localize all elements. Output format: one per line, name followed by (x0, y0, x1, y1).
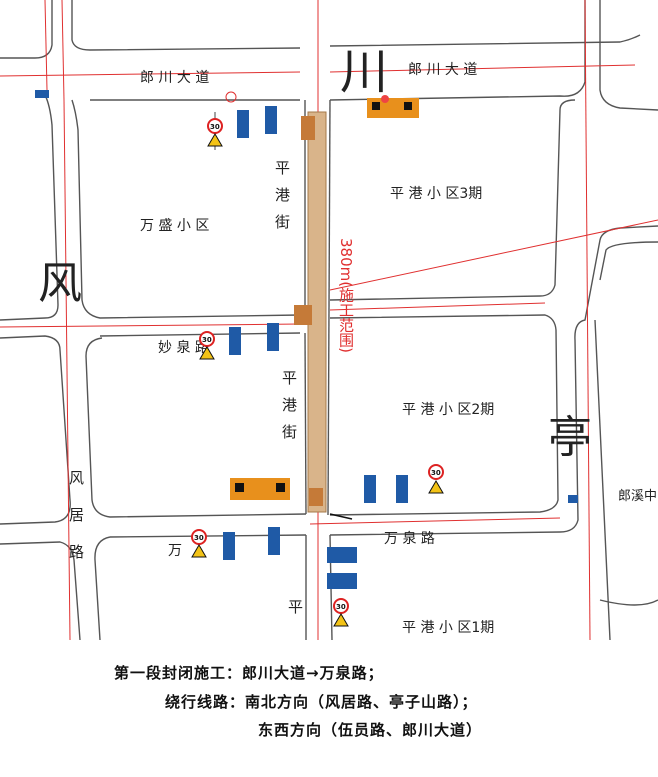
area-label-pinggang3: 平 港 小 区3期 (390, 186, 482, 202)
detour-info-sign (364, 475, 376, 503)
construction-warning-sign (230, 478, 290, 500)
notice-line-detour-ns: 绕行线路：南北方向（风居路、亭子山路）； (165, 693, 478, 711)
big-char-chuan: 川 (340, 44, 388, 100)
notice-line-detour-ew: 东西方向（伍员路、郎川大道） (258, 721, 483, 739)
road-label-pinggang-mid: 平港街 (280, 370, 298, 451)
marker-box-icon (568, 495, 578, 503)
detour-info-sign (267, 323, 279, 351)
warning-triangle-icon (199, 346, 215, 360)
road-label-pinggang-lower: 平 (288, 598, 303, 616)
detour-info-sign (237, 110, 249, 138)
sign-group-top-right (367, 95, 419, 118)
svg-text:30: 30 (194, 534, 204, 542)
road-label-pinggang-upper: 平港街 (273, 160, 291, 241)
detour-info-sign (268, 527, 280, 555)
speed-limit-sign (191, 529, 207, 545)
speed-limit-sign (333, 598, 349, 614)
closure-barrier-bottom (309, 488, 323, 506)
sign-group-bottom: 30 30 (191, 527, 357, 627)
road-label-fengju: 风居路 (67, 470, 85, 581)
speed-limit-sign (428, 464, 444, 480)
svg-text:30: 30 (336, 603, 346, 611)
notice-line-closure: 第一段封闭施工：郎川大道→万泉路； (114, 664, 384, 682)
detour-info-sign (327, 547, 357, 563)
road-network (0, 0, 658, 640)
barrier-line-bottom (329, 513, 353, 520)
speed-limit-sign (199, 331, 215, 347)
area-label-pinggang1: 平 港 小 区1期 (402, 620, 494, 636)
big-char-feng: 风 (38, 258, 82, 309)
construction-range-label: 380m(施工范围) (337, 238, 355, 353)
detour-info-sign (327, 573, 357, 589)
area-label-pinggang2: 平 港 小 区2期 (402, 402, 494, 418)
construction-notice: 第一段封闭施工：郎川大道→万泉路； 绕行线路：南北方向（风居路、亭子山路）； 东… (0, 662, 658, 777)
construction-map: 郎 川 大 道 郎 川 大 道 妙 泉 路 万 泉 路 平港街 平港街 平 风居… (0, 0, 658, 640)
sign-group-top-left: 30 (207, 106, 277, 150)
marker-circle-icon (225, 91, 237, 103)
road-label-wanquan: 万 泉 路 (384, 530, 435, 547)
sign-group-mid-left: 30 (199, 323, 279, 360)
area-label-langxi: 郎溪中 (618, 489, 657, 504)
warning-triangle-icon (333, 613, 349, 627)
area-label-wan-partial: 万 (168, 543, 182, 559)
warning-triangle-icon (428, 480, 444, 494)
closure-cone-icon (381, 95, 389, 103)
big-char-ting: 亭 (548, 412, 592, 463)
road-label-miaoquan: 妙 泉 路 (158, 339, 209, 356)
road-label-langchuan-left: 郎 川 大 道 (140, 70, 209, 86)
area-label-wansheng: 万 盛 小 区 (140, 218, 209, 234)
detour-info-sign (223, 532, 235, 560)
closure-barrier-top (301, 116, 315, 140)
warning-triangle-icon (207, 133, 223, 147)
detour-info-sign (396, 475, 408, 503)
closure-barrier-mid (294, 305, 312, 325)
speed-limit-sign (207, 118, 223, 134)
marker-box-icon (35, 90, 49, 98)
road-label-langchuan-right: 郎 川 大 道 (408, 62, 477, 78)
svg-text:30: 30 (202, 336, 212, 344)
warning-triangle-icon (191, 544, 207, 558)
sign-group-mid-lower: 30 (230, 464, 444, 503)
detour-info-sign (265, 106, 277, 134)
speed-limit-value: 30 (210, 123, 220, 131)
svg-text:30: 30 (431, 469, 441, 477)
detour-info-sign (229, 327, 241, 355)
